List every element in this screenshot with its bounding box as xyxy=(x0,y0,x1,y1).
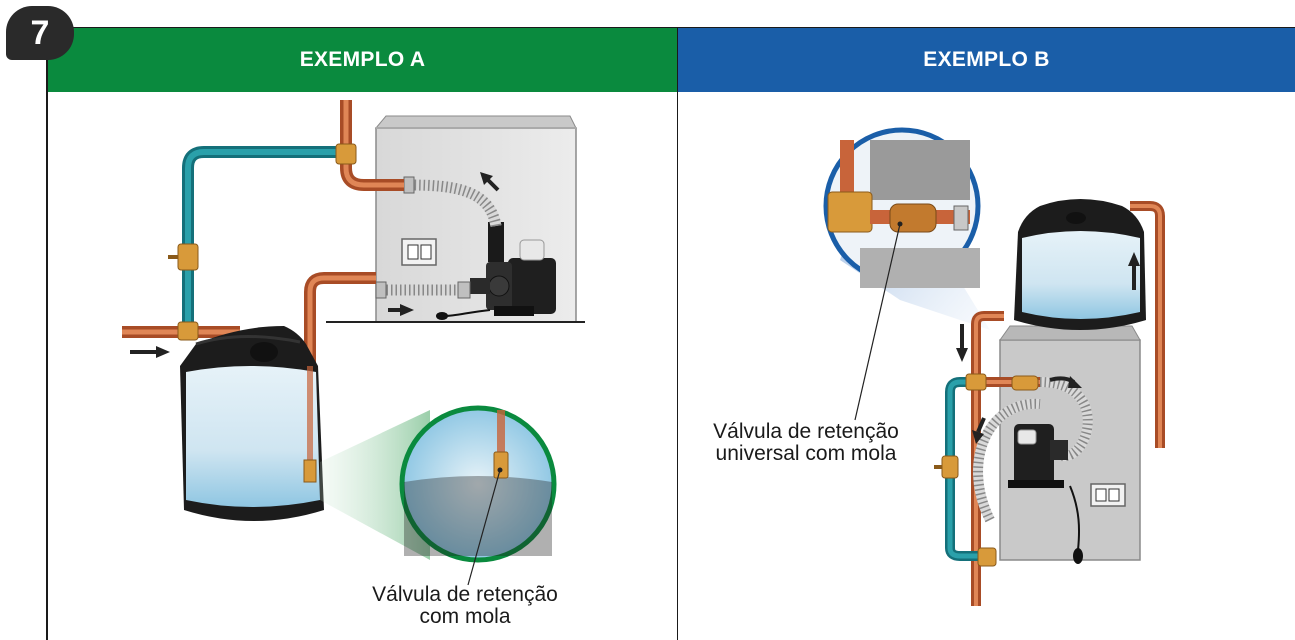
example-a-header: EXEMPLO A xyxy=(48,28,677,92)
flow-arrow-pump-a xyxy=(388,304,414,316)
example-b-diagram xyxy=(823,127,1165,606)
zoom-cone-a xyxy=(320,410,430,560)
register-valve-a xyxy=(177,243,199,271)
register-valve-b xyxy=(941,455,959,479)
teal-pipe-a xyxy=(182,146,336,330)
tee-fitting-a xyxy=(335,143,357,165)
check-valve-in-tank-a xyxy=(303,459,317,483)
pump-b xyxy=(1008,424,1068,488)
flow-arrow-down-b xyxy=(956,324,968,362)
copper-pipes-a xyxy=(122,100,404,500)
panel-frame xyxy=(46,27,1295,640)
pump-a xyxy=(470,222,556,316)
callout-a-line2: com mola xyxy=(419,605,511,628)
flex-hose-b xyxy=(973,377,1093,523)
water-tank-a xyxy=(180,326,324,521)
step-number-badge: 7 xyxy=(6,6,74,60)
example-a-title: EXEMPLO A xyxy=(299,48,426,71)
flow-arrow-up-b xyxy=(1128,252,1140,290)
flow-arrow-loop-b xyxy=(972,417,986,444)
check-valve-b xyxy=(1011,375,1039,391)
zoom-inset-b xyxy=(823,127,981,288)
power-cord-b xyxy=(1069,485,1081,551)
top-rule xyxy=(46,27,1295,28)
zoom-inset-a xyxy=(399,405,557,563)
electrical-switch-a xyxy=(401,238,437,266)
callout-label-a: Válvula de retenção com mola xyxy=(340,584,590,628)
callout-b-line2: universal com mola xyxy=(715,442,897,465)
step-number: 7 xyxy=(30,13,50,52)
electrical-switch-b xyxy=(1090,483,1126,507)
callout-b-line1: Válvula de retenção xyxy=(713,420,899,443)
example-b-title: EXEMPLO B xyxy=(923,48,1050,71)
flow-arrow-return-a xyxy=(480,172,500,192)
example-a-diagram xyxy=(122,100,585,586)
example-b-header: EXEMPLO B xyxy=(678,28,1295,92)
panel-divider xyxy=(677,27,678,640)
callout-a-line1: Válvula de retenção xyxy=(372,583,558,606)
flow-arrow-inlet-a xyxy=(130,346,170,358)
flow-arrow-hose-b xyxy=(1049,376,1082,388)
callout-line-b xyxy=(854,223,901,421)
callout-line-a xyxy=(467,469,501,586)
flex-hose-top-a xyxy=(409,179,502,228)
water-tank-b xyxy=(1014,199,1146,330)
callout-label-b: Válvula de retenção universal com mola xyxy=(676,421,936,465)
